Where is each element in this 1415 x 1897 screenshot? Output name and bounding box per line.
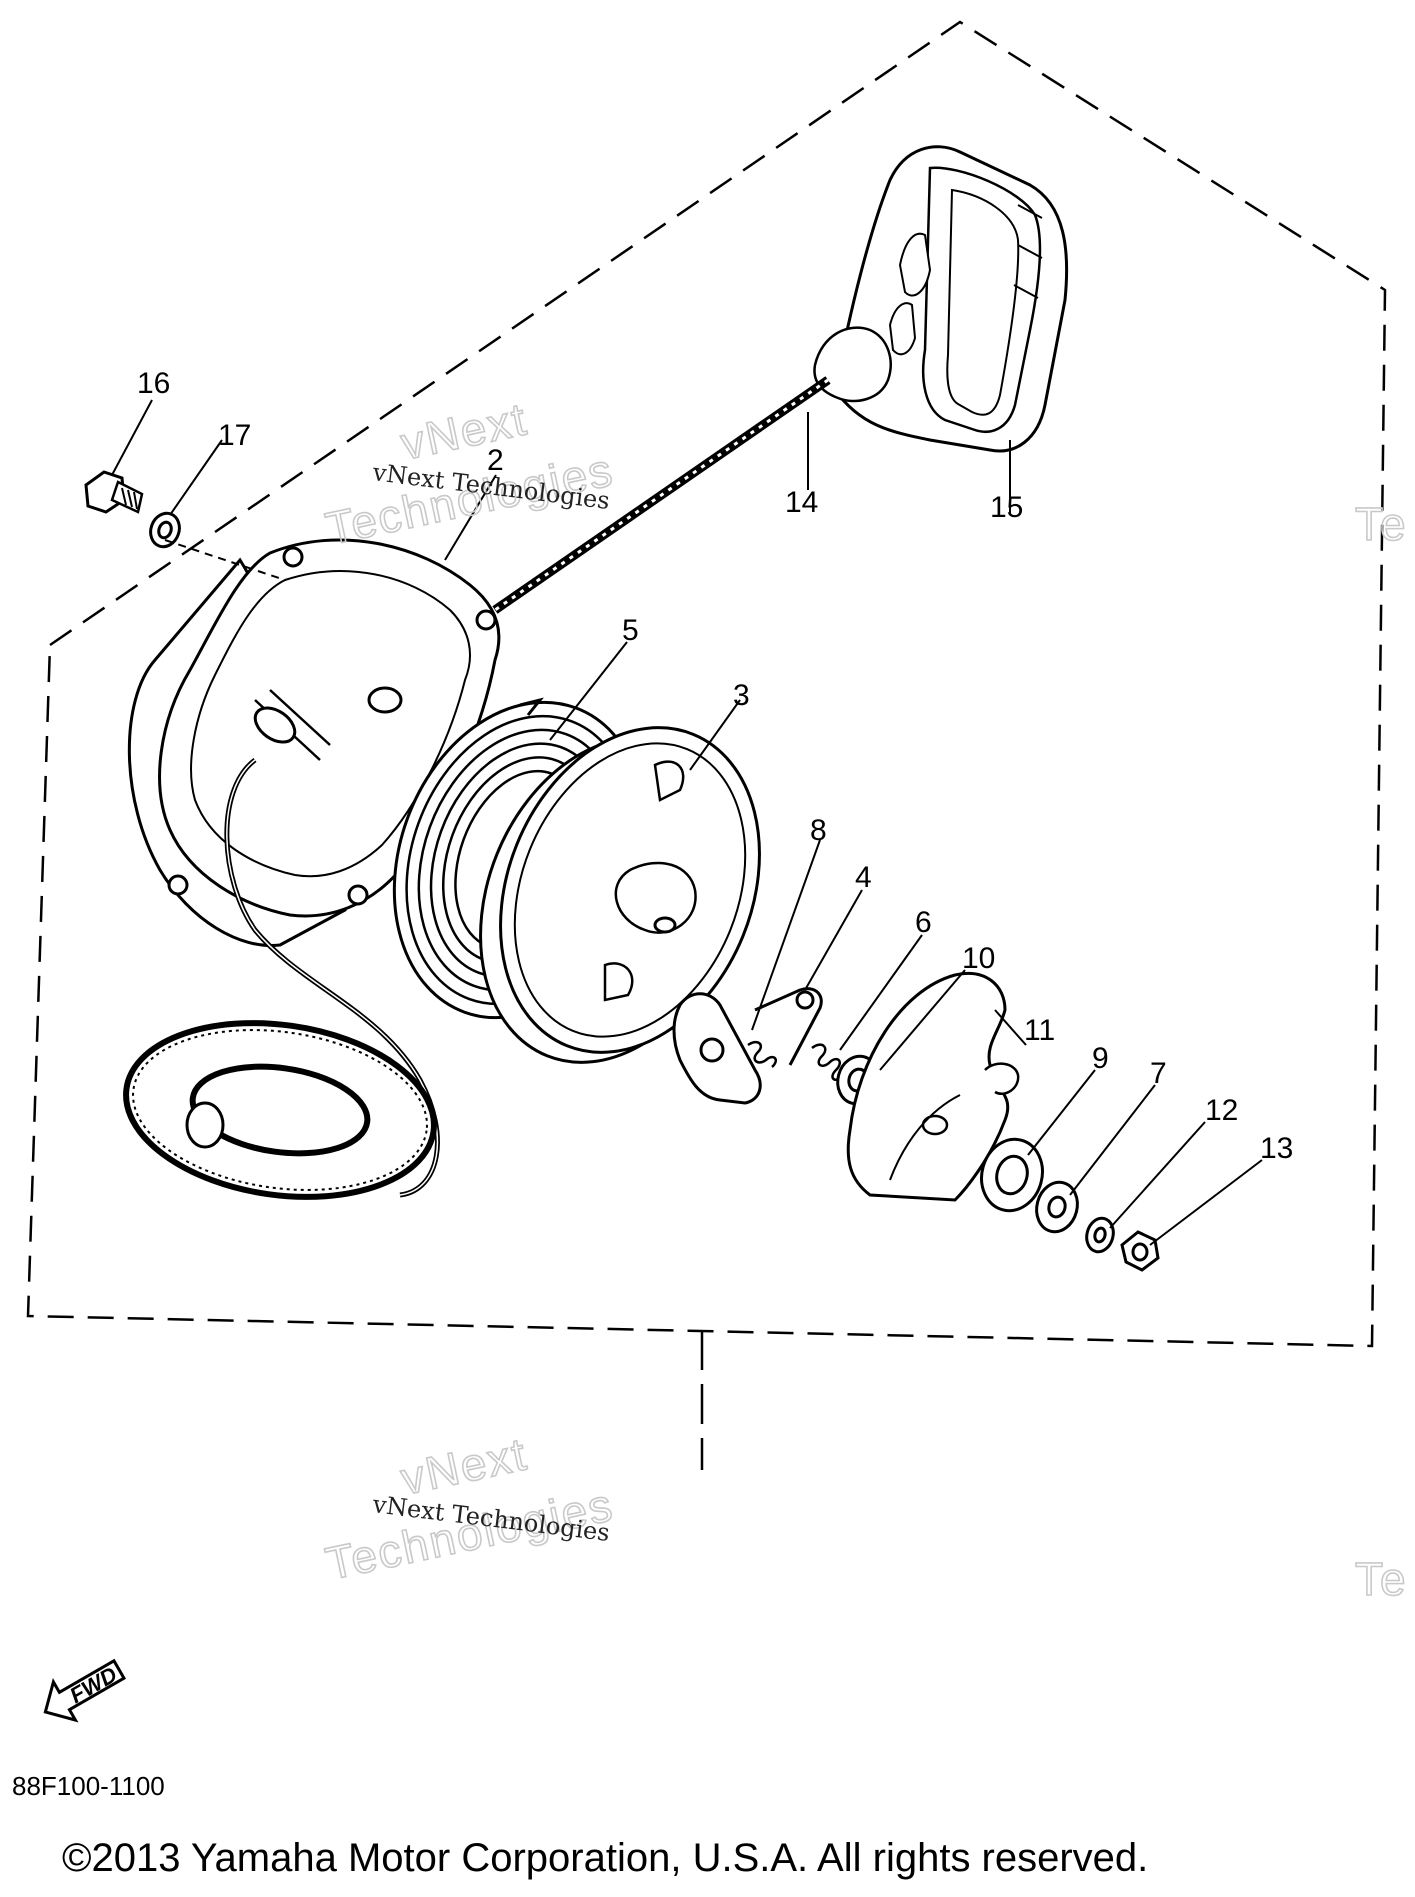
- assembly-boundary: [26, 20, 1387, 1348]
- washer-part-12[interactable]: [1083, 1215, 1117, 1255]
- friction-plate-part-11[interactable]: [846, 972, 1020, 1202]
- callout-12: 12: [1205, 1094, 1238, 1127]
- callout-3: 3: [733, 679, 750, 712]
- callout-4: 4: [855, 861, 872, 894]
- watermark-bottom: vNext Technologies vNext Technologies: [320, 1427, 619, 1591]
- callout-6: 6: [915, 906, 932, 939]
- watermark-top: vNext Technologies vNext Technologies: [320, 392, 619, 556]
- nut-part-13[interactable]: [1120, 1230, 1160, 1272]
- callout-15: 15: [990, 491, 1023, 524]
- diagram-code: 88F100-1100: [12, 1771, 165, 1801]
- callout-2: 2: [487, 444, 504, 477]
- callout-10: 10: [962, 942, 995, 975]
- callout-8: 8: [810, 814, 827, 847]
- starter-handle-part-15[interactable]: [813, 145, 1069, 453]
- callout-17: 17: [218, 419, 251, 452]
- spring-part-8[interactable]: [747, 1040, 777, 1068]
- callout-13: 13: [1260, 1132, 1293, 1165]
- washer-part-17[interactable]: [146, 509, 184, 551]
- starter-rope-part-14[interactable]: [492, 376, 831, 614]
- spring-part-6[interactable]: [811, 1043, 844, 1081]
- drive-pulley-part-3[interactable]: [434, 689, 806, 1102]
- ratchet-part-4[interactable]: [672, 987, 823, 1105]
- callout-16: 16: [137, 367, 170, 400]
- watermark-edge-1: Te: [1355, 498, 1408, 550]
- watermark-edge-2: Te: [1355, 1553, 1408, 1605]
- bolt-part-16[interactable]: [84, 470, 144, 514]
- plate-part-9[interactable]: [974, 1132, 1051, 1217]
- callout-labels: 16 17 2 14 15 5 3 8 4 6 10 11 9 7 12 13: [137, 367, 1293, 1165]
- watermark-outline-vnext: vNext: [396, 392, 532, 469]
- callout-14: 14: [785, 486, 818, 519]
- callout-11: 11: [1024, 1014, 1055, 1047]
- fwd-arrow-icon: FWD: [43, 1658, 127, 1723]
- copyright-notice: ©2013 Yamaha Motor Corporation, U.S.A. A…: [62, 1836, 1149, 1880]
- leader-lines: [111, 399, 1263, 1246]
- watermark-outline-vnext-2: vNext: [396, 1427, 532, 1504]
- callout-9: 9: [1092, 1042, 1109, 1075]
- washer-part-7[interactable]: [1031, 1178, 1083, 1237]
- watermark-edge: Te Te: [1354, 497, 1408, 1606]
- callout-7: 7: [1150, 1057, 1167, 1090]
- callout-5: 5: [622, 614, 639, 647]
